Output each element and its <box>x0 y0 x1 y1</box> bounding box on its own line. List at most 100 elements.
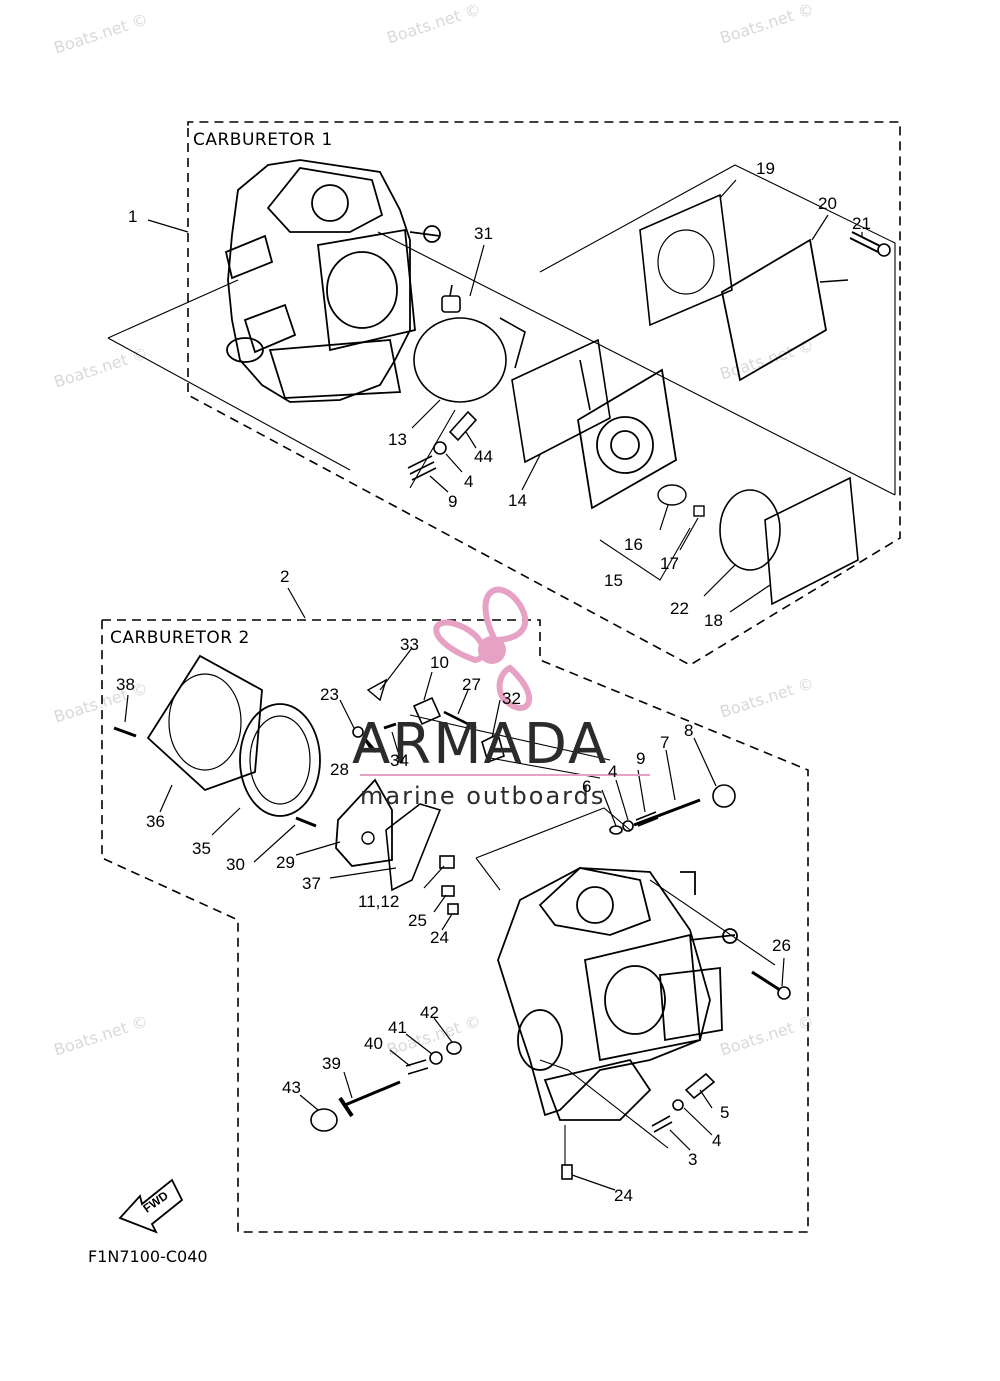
callout-43: 43 <box>282 1078 301 1097</box>
part-17 <box>693 505 705 517</box>
part-25 <box>441 885 455 897</box>
carburetor-2-body <box>497 867 738 1121</box>
callout-8: 8 <box>684 721 694 740</box>
callout-23: 23 <box>320 685 339 704</box>
callout-34: 34 <box>390 751 409 770</box>
callout-32: 32 <box>502 689 521 708</box>
callout-24-mid: 24 <box>430 928 449 947</box>
part-4-upper <box>622 820 634 832</box>
callout-13: 13 <box>388 430 407 449</box>
callout-37: 37 <box>302 874 321 893</box>
part-37 <box>385 803 442 892</box>
part-41 <box>429 1051 443 1065</box>
part-34 <box>383 722 397 730</box>
part-5 <box>684 1072 716 1100</box>
brand-logo <box>433 586 533 711</box>
part-22 <box>719 489 781 571</box>
part-13 <box>413 317 526 403</box>
callout-30: 30 <box>226 855 245 874</box>
callout-4-top: 4 <box>464 472 474 491</box>
callout-2: 2 <box>280 567 290 586</box>
part-30 <box>295 816 317 828</box>
callout-9-mid: 9 <box>636 749 646 768</box>
part-3 <box>651 1115 673 1133</box>
callout-25: 25 <box>408 911 427 930</box>
part-35 <box>239 703 321 817</box>
callout-20: 20 <box>818 194 837 213</box>
callout-16: 16 <box>624 535 643 554</box>
callout-24-low: 24 <box>614 1186 633 1205</box>
parts-44-4-9 <box>407 410 478 481</box>
part-15 <box>577 368 677 510</box>
carburetor-1-title: CARBURETOR 1 <box>193 130 333 150</box>
callout-22: 22 <box>670 599 689 618</box>
callout-10: 10 <box>430 653 449 672</box>
part-26 <box>751 970 781 992</box>
part-24-upper <box>447 903 459 915</box>
part-33 <box>366 678 388 702</box>
part-43 <box>310 1108 338 1132</box>
callout-33: 33 <box>400 635 419 654</box>
part-27 <box>443 710 477 730</box>
part-8 <box>712 784 736 808</box>
part-38 <box>113 726 137 738</box>
callout-7: 7 <box>660 733 670 752</box>
part-10 <box>412 696 442 726</box>
callout-42: 42 <box>420 1003 439 1022</box>
part-18 <box>764 476 859 606</box>
callout-31: 31 <box>474 224 493 243</box>
part-9-upper <box>635 811 659 827</box>
callout-15: 15 <box>604 571 623 590</box>
callout-3: 3 <box>688 1150 698 1169</box>
carburetor-1-body <box>224 159 441 403</box>
part-23 <box>352 726 364 738</box>
part-7 <box>633 798 701 827</box>
callout-29: 29 <box>276 853 295 872</box>
callout-4-mid: 4 <box>608 762 618 781</box>
callout-36: 36 <box>146 812 165 831</box>
part-36 <box>146 654 263 792</box>
callout-11-12: 11,12 <box>358 892 400 911</box>
leaders-2 <box>124 647 785 1191</box>
brand-name: ARMADA <box>352 712 609 777</box>
callout-21: 21 <box>852 214 871 233</box>
carburetor-1-frame <box>187 121 901 666</box>
brand-tagline: marine outboards <box>360 782 606 810</box>
part-19 <box>639 193 733 327</box>
callout-41: 41 <box>388 1018 407 1037</box>
callout-38: 38 <box>116 675 135 694</box>
assembly-plane-2 <box>409 714 776 1165</box>
part-24-lower <box>561 1164 573 1180</box>
part-14 <box>511 338 611 464</box>
callout-27: 27 <box>462 675 481 694</box>
callout-35: 35 <box>192 839 211 858</box>
figure-code: F1N7100-C040 <box>88 1247 208 1266</box>
part-39 <box>344 1080 401 1107</box>
carburetor-2-frame <box>101 619 809 1233</box>
callout-19: 19 <box>756 159 775 178</box>
part-28 <box>362 737 378 753</box>
part-42 <box>446 1041 462 1055</box>
callout-1: 1 <box>128 207 138 226</box>
part-4-lower <box>672 1099 684 1111</box>
part-31 <box>441 284 461 313</box>
carburetor-2-title: CARBURETOR 2 <box>110 628 250 648</box>
part-11-12 <box>439 855 455 869</box>
part-20 <box>720 238 827 382</box>
part-16 <box>657 484 687 506</box>
callout-17: 17 <box>660 554 679 573</box>
part-21 <box>849 231 881 253</box>
part-6 <box>609 825 623 835</box>
callout-9-top: 9 <box>448 492 458 511</box>
callout-26: 26 <box>772 936 791 955</box>
callout-18: 18 <box>704 611 723 630</box>
leaders-1 <box>147 179 863 613</box>
callout-6: 6 <box>582 777 592 796</box>
callout-5: 5 <box>720 1103 730 1122</box>
callout-40: 40 <box>364 1034 383 1053</box>
assembly-plane-1 <box>107 164 896 581</box>
callout-14: 14 <box>508 491 527 510</box>
fwd-arrow <box>118 1178 184 1234</box>
